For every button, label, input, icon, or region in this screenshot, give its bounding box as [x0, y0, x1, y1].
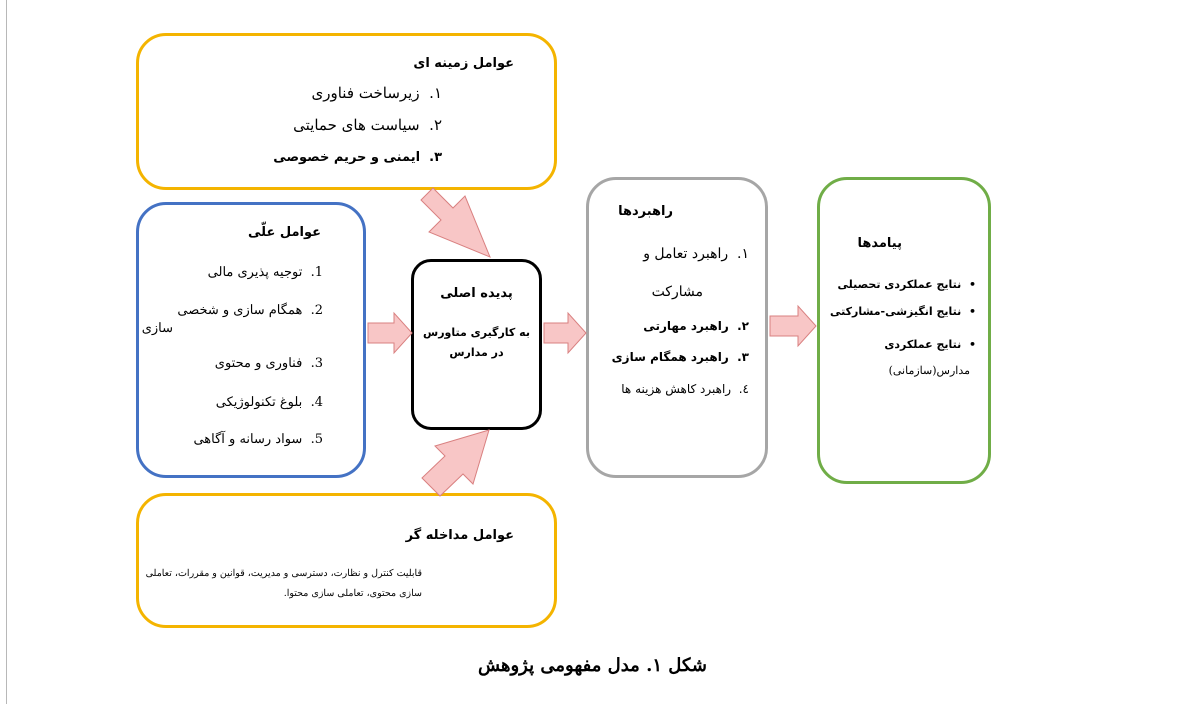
outcomes-box: پیامدها • نتایج عملکردی تحصیلی • نتایج ا…: [817, 177, 991, 484]
core-phenomenon-line2: در مدارس: [449, 346, 504, 359]
list-item: 5. سواد رسانه و آگاهی: [193, 432, 323, 447]
list-item: 4. بلوغ تکنولوژیکی: [215, 395, 323, 410]
intervening-factors-title: عوامل مداخله گر: [405, 528, 514, 543]
list-item-continuation: مدارس(سازمانی): [888, 364, 970, 377]
contextual-factors-title: عوامل زمینه ای: [413, 56, 514, 71]
core-phenomenon-line1: به کارگیری متاورس: [423, 326, 530, 339]
strategies-list: ۱. راهبرد تعامل و مشارکت ۲. راهبرد مهارت…: [589, 180, 749, 470]
causal-factors-title: عوامل علّی: [247, 225, 321, 240]
intervening-factors-line2: سازی محتوی، تعاملی سازی محتوا.: [283, 588, 422, 599]
causal-factors-box: عوامل علّی 1. توجیه پذیری مالی 2. همگام …: [136, 202, 366, 478]
list-item: 1. توجیه پذیری مالی: [207, 265, 323, 280]
list-item: ٤. راهبرد کاهش هزینه ها: [621, 382, 749, 396]
list-item: 2. همگام سازی و شخصی: [177, 303, 323, 318]
list-item: • نتایج عملکردی: [884, 338, 976, 351]
page-left-rule: [6, 0, 7, 704]
list-item: ۲. راهبرد مهارتی: [643, 319, 749, 333]
strategies-box: راهبردها ۱. راهبرد تعامل و مشارکت ۲. راه…: [586, 177, 768, 478]
outcomes-title: پیامدها: [857, 236, 902, 251]
figure-caption: شکل ۱. مدل مفهومی پژوهش: [478, 655, 707, 676]
core-phenomenon-box: پدیده اصلی به کارگیری متاورس در مدارس: [411, 259, 542, 430]
core-phenomenon-title: پدیده اصلی: [440, 286, 513, 301]
bullet-icon: •: [968, 278, 976, 291]
arrow-strategies-to-outcomes: [769, 304, 817, 348]
contextual-factors-box: عوامل زمینه ای ۱. زیرساخت فناوری ۲. سیاس…: [136, 33, 557, 190]
list-item-continuation: مشارکت: [651, 284, 703, 300]
strategies-title: راهبردها: [618, 204, 673, 219]
causal-factors-list: 1. توجیه پذیری مالی 2. همگام سازی و شخصی…: [141, 205, 323, 475]
list-item: ۱. زیرساخت فناوری: [311, 84, 443, 102]
arrow-causal-to-core: [367, 311, 413, 355]
arrow-core-to-strategies: [543, 311, 587, 355]
intervening-factors-box: عوامل مداخله گر قابلیت کنترل و نظارت، دس…: [136, 493, 557, 628]
list-item: ۳. راهبرد همگام سازی: [611, 350, 749, 364]
list-item-continuation: سازی: [141, 321, 173, 336]
contextual-factors-list: ۱. زیرساخت فناوری ۲. سیاست های حمایتی ۳.…: [142, 36, 442, 186]
list-item: • نتایج عملکردی تحصیلی: [837, 278, 976, 291]
list-item: 3. فناوری و محتوی: [214, 356, 323, 371]
outcomes-list: • نتایج عملکردی تحصیلی • نتایج انگیزشی-م…: [821, 180, 976, 480]
list-item: • نتایج انگیزشی-مشارکتی: [830, 305, 976, 318]
list-item: ۲. سیاست های حمایتی: [293, 116, 442, 134]
arrow-contextual-to-core: [420, 187, 491, 258]
list-item: ۳. ایمنی و حریم خصوصی: [273, 150, 442, 165]
list-item: ۱. راهبرد تعامل و: [643, 246, 749, 262]
bullet-icon: •: [968, 338, 976, 351]
arrow-intervening-to-core: [421, 429, 490, 497]
intervening-factors-line1: قابلیت کنترل و نظارت، دسترسی و مدیریت، ق…: [145, 568, 422, 579]
bullet-icon: •: [968, 305, 976, 318]
